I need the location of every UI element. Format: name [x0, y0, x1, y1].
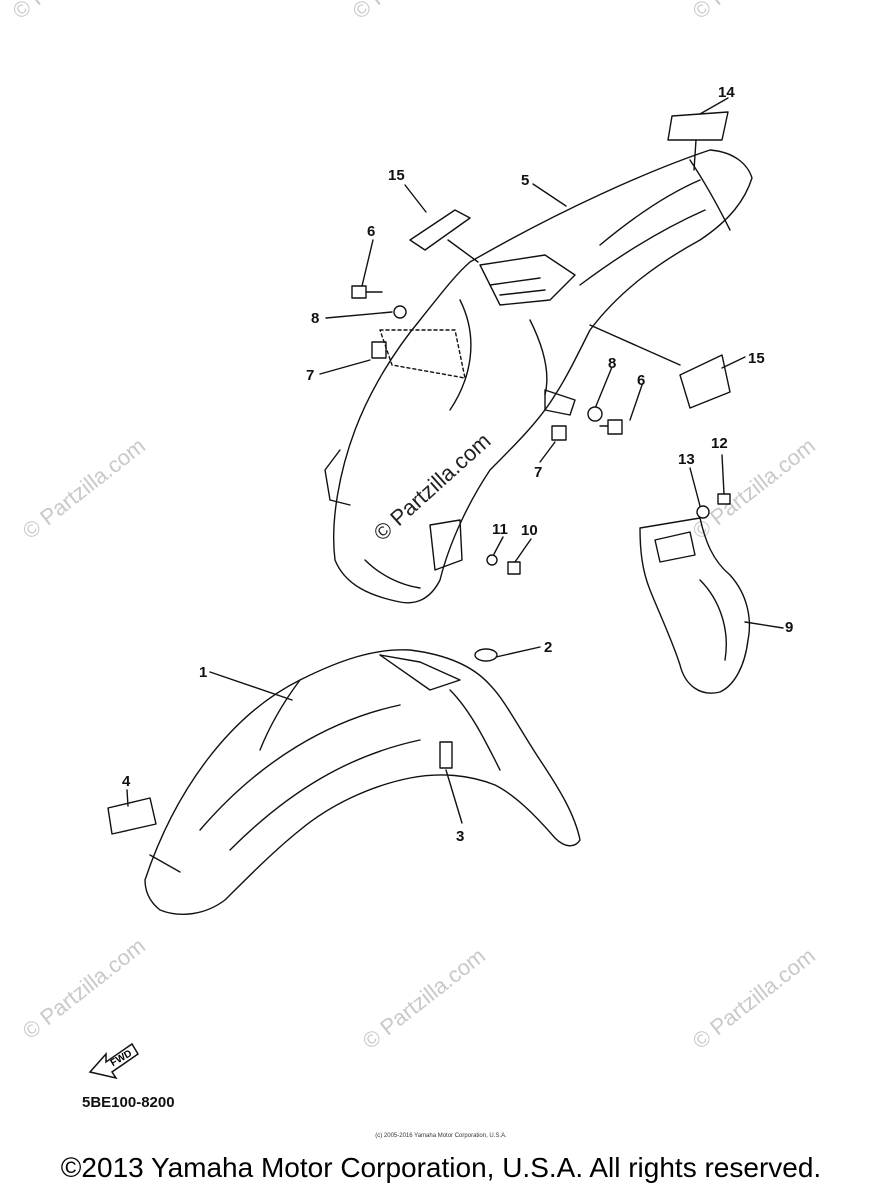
decal-15-right	[679, 354, 731, 409]
callout-9: 9	[785, 619, 793, 636]
watermark-main: © Partzilla.com	[369, 428, 496, 546]
nut-7-left	[371, 341, 387, 359]
callout-12: 12	[711, 435, 728, 452]
callout-11: 11	[492, 521, 508, 538]
callout-2: 2	[544, 639, 552, 656]
watermark: © Partzilla.com	[688, 943, 820, 1054]
callout-8-left: 8	[311, 310, 319, 327]
leader-lines	[126, 97, 784, 873]
callout-4: 4	[122, 773, 131, 790]
collar-11	[486, 554, 498, 566]
fwd-arrow-icon: FWD	[88, 1042, 140, 1080]
part-code: 5BE100-8200	[82, 1094, 175, 1111]
front-fender	[144, 649, 581, 915]
callout-5: 5	[521, 172, 529, 189]
bolt-3	[439, 741, 453, 769]
bolt-2	[474, 648, 498, 662]
callout-1: 1	[199, 664, 207, 681]
copyright-notice: ©2013 Yamaha Motor Corporation, U.S.A. A…	[60, 1152, 822, 1183]
bolt-6-right	[599, 419, 623, 435]
callout-13: 13	[678, 451, 695, 468]
watermark: © Partzilla.com	[348, 0, 480, 24]
washer-13	[696, 505, 710, 519]
collar-8-left	[393, 305, 407, 319]
rear-flap	[639, 517, 751, 694]
watermark: © Partzilla.com	[688, 433, 820, 544]
placement-guide	[379, 329, 466, 379]
watermark: © Partzilla.com	[18, 933, 150, 1044]
callout-15-upper: 15	[388, 167, 405, 184]
callout-labels: 1 2 3 4 5 6 6 7 7 8 8 9 10 11 12 13 14 1…	[122, 84, 793, 845]
callout-14: 14	[718, 84, 735, 101]
callout-8-right: 8	[608, 355, 616, 372]
callout-7-left: 7	[306, 367, 314, 384]
watermark: © Partzilla.com	[358, 943, 490, 1054]
watermark: © Partzilla.com	[8, 0, 140, 24]
watermark: © Partzilla.com	[18, 433, 150, 544]
callout-7-right: 7	[534, 464, 542, 481]
bolt-10	[507, 561, 521, 575]
callout-3: 3	[456, 828, 464, 845]
decal-4	[107, 797, 157, 835]
faint-watermarks: © Partzilla.com © Partzilla.com © Partzi…	[8, 0, 820, 1054]
decal-15-upper	[409, 209, 471, 251]
bolt-6-left	[351, 285, 383, 299]
decal-14	[667, 111, 729, 141]
callout-10: 10	[521, 522, 538, 539]
rear-fender	[324, 149, 753, 604]
collar-8-right	[587, 406, 603, 422]
callout-6-right: 6	[637, 372, 645, 389]
callout-6-left: 6	[367, 223, 375, 240]
fine-print: (c) 2005-2016 Yamaha Motor Corporation, …	[375, 1133, 507, 1139]
nut-7-right	[551, 425, 567, 441]
watermark: © Partzilla.com	[688, 0, 820, 24]
callout-15-right: 15	[748, 350, 765, 367]
